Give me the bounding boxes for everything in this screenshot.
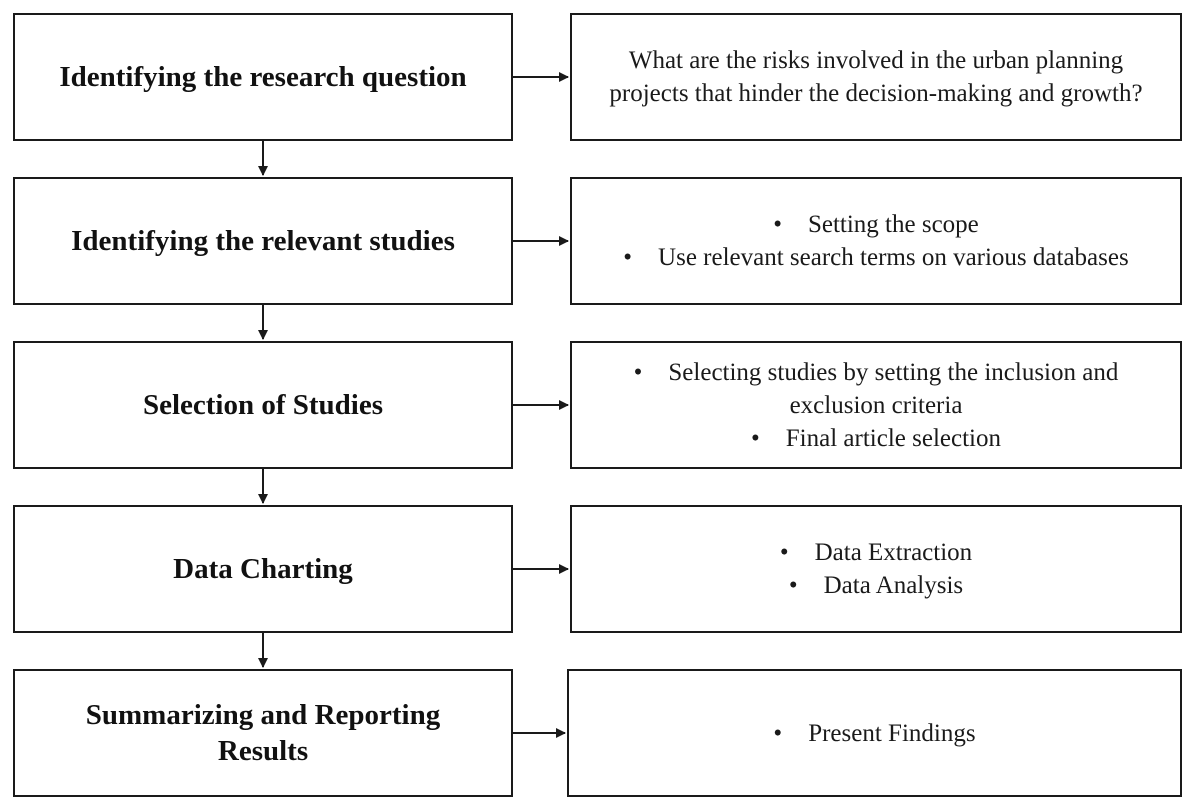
- bullet-item: • Selecting studies by setting the inclus…: [596, 356, 1156, 422]
- detail-text: What are the risks involved in the urban…: [609, 47, 1143, 107]
- step-title: Identifying the relevant studies: [71, 225, 455, 257]
- bullet-item: • Data Analysis: [780, 569, 972, 602]
- detail-box-5: • Present Findings: [567, 669, 1182, 797]
- step-box-5: Summarizing and Reporting Results: [13, 669, 513, 797]
- step-box-3: Selection of Studies: [13, 341, 513, 469]
- detail-box-4: • Data Extraction • Data Analysis: [570, 505, 1182, 633]
- step-title: Data Charting: [173, 553, 353, 585]
- bullet-list: • Setting the scope • Use relevant search …: [623, 208, 1128, 274]
- bullet-text: Selecting studies by setting the inclusi…: [668, 358, 1119, 419]
- step-title: Identifying the research question: [59, 61, 467, 93]
- step-box-1: Identifying the research question: [13, 13, 513, 141]
- bullet-icon: •: [633, 358, 643, 386]
- bullet-list: • Selecting studies by setting the inclus…: [596, 356, 1156, 455]
- bullet-text: Present Findings: [808, 719, 976, 747]
- bullet-text: Data Analysis: [823, 572, 964, 599]
- bullet-list: • Data Extraction • Data Analysis: [780, 536, 972, 602]
- bullet-icon: •: [773, 211, 782, 238]
- bullet-text: Final article selection: [785, 424, 1001, 452]
- bullet-icon: •: [751, 424, 760, 452]
- detail-box-2: • Setting the scope • Use relevant search …: [570, 177, 1182, 305]
- step-box-4: Data Charting: [13, 505, 513, 633]
- bullet-list: • Present Findings: [773, 717, 975, 750]
- detail-box-3: • Selecting studies by setting the inclus…: [570, 341, 1182, 469]
- bullet-item: • Setting the scope: [623, 208, 1128, 241]
- bullet-icon: •: [623, 244, 633, 271]
- bullet-icon: •: [779, 539, 789, 566]
- detail-box-1: What are the risks involved in the urban…: [570, 13, 1182, 141]
- bullet-icon: •: [773, 719, 783, 747]
- bullet-item: • Final article selection: [596, 422, 1156, 455]
- bullet-icon: •: [788, 572, 798, 599]
- bullet-text: Use relevant search terms on various dat…: [658, 244, 1129, 271]
- bullet-item: • Data Extraction: [780, 536, 972, 569]
- bullet-text: Setting the scope: [807, 211, 979, 238]
- bullet-item: • Use relevant search terms on various da…: [623, 241, 1128, 274]
- step-box-2: Identifying the relevant studies: [13, 177, 513, 305]
- step-title: Selection of Studies: [142, 389, 384, 421]
- bullet-text: Data Extraction: [814, 539, 973, 566]
- step-title: Summarizing and Reporting Results: [85, 699, 441, 767]
- bullet-item: • Present Findings: [773, 717, 975, 750]
